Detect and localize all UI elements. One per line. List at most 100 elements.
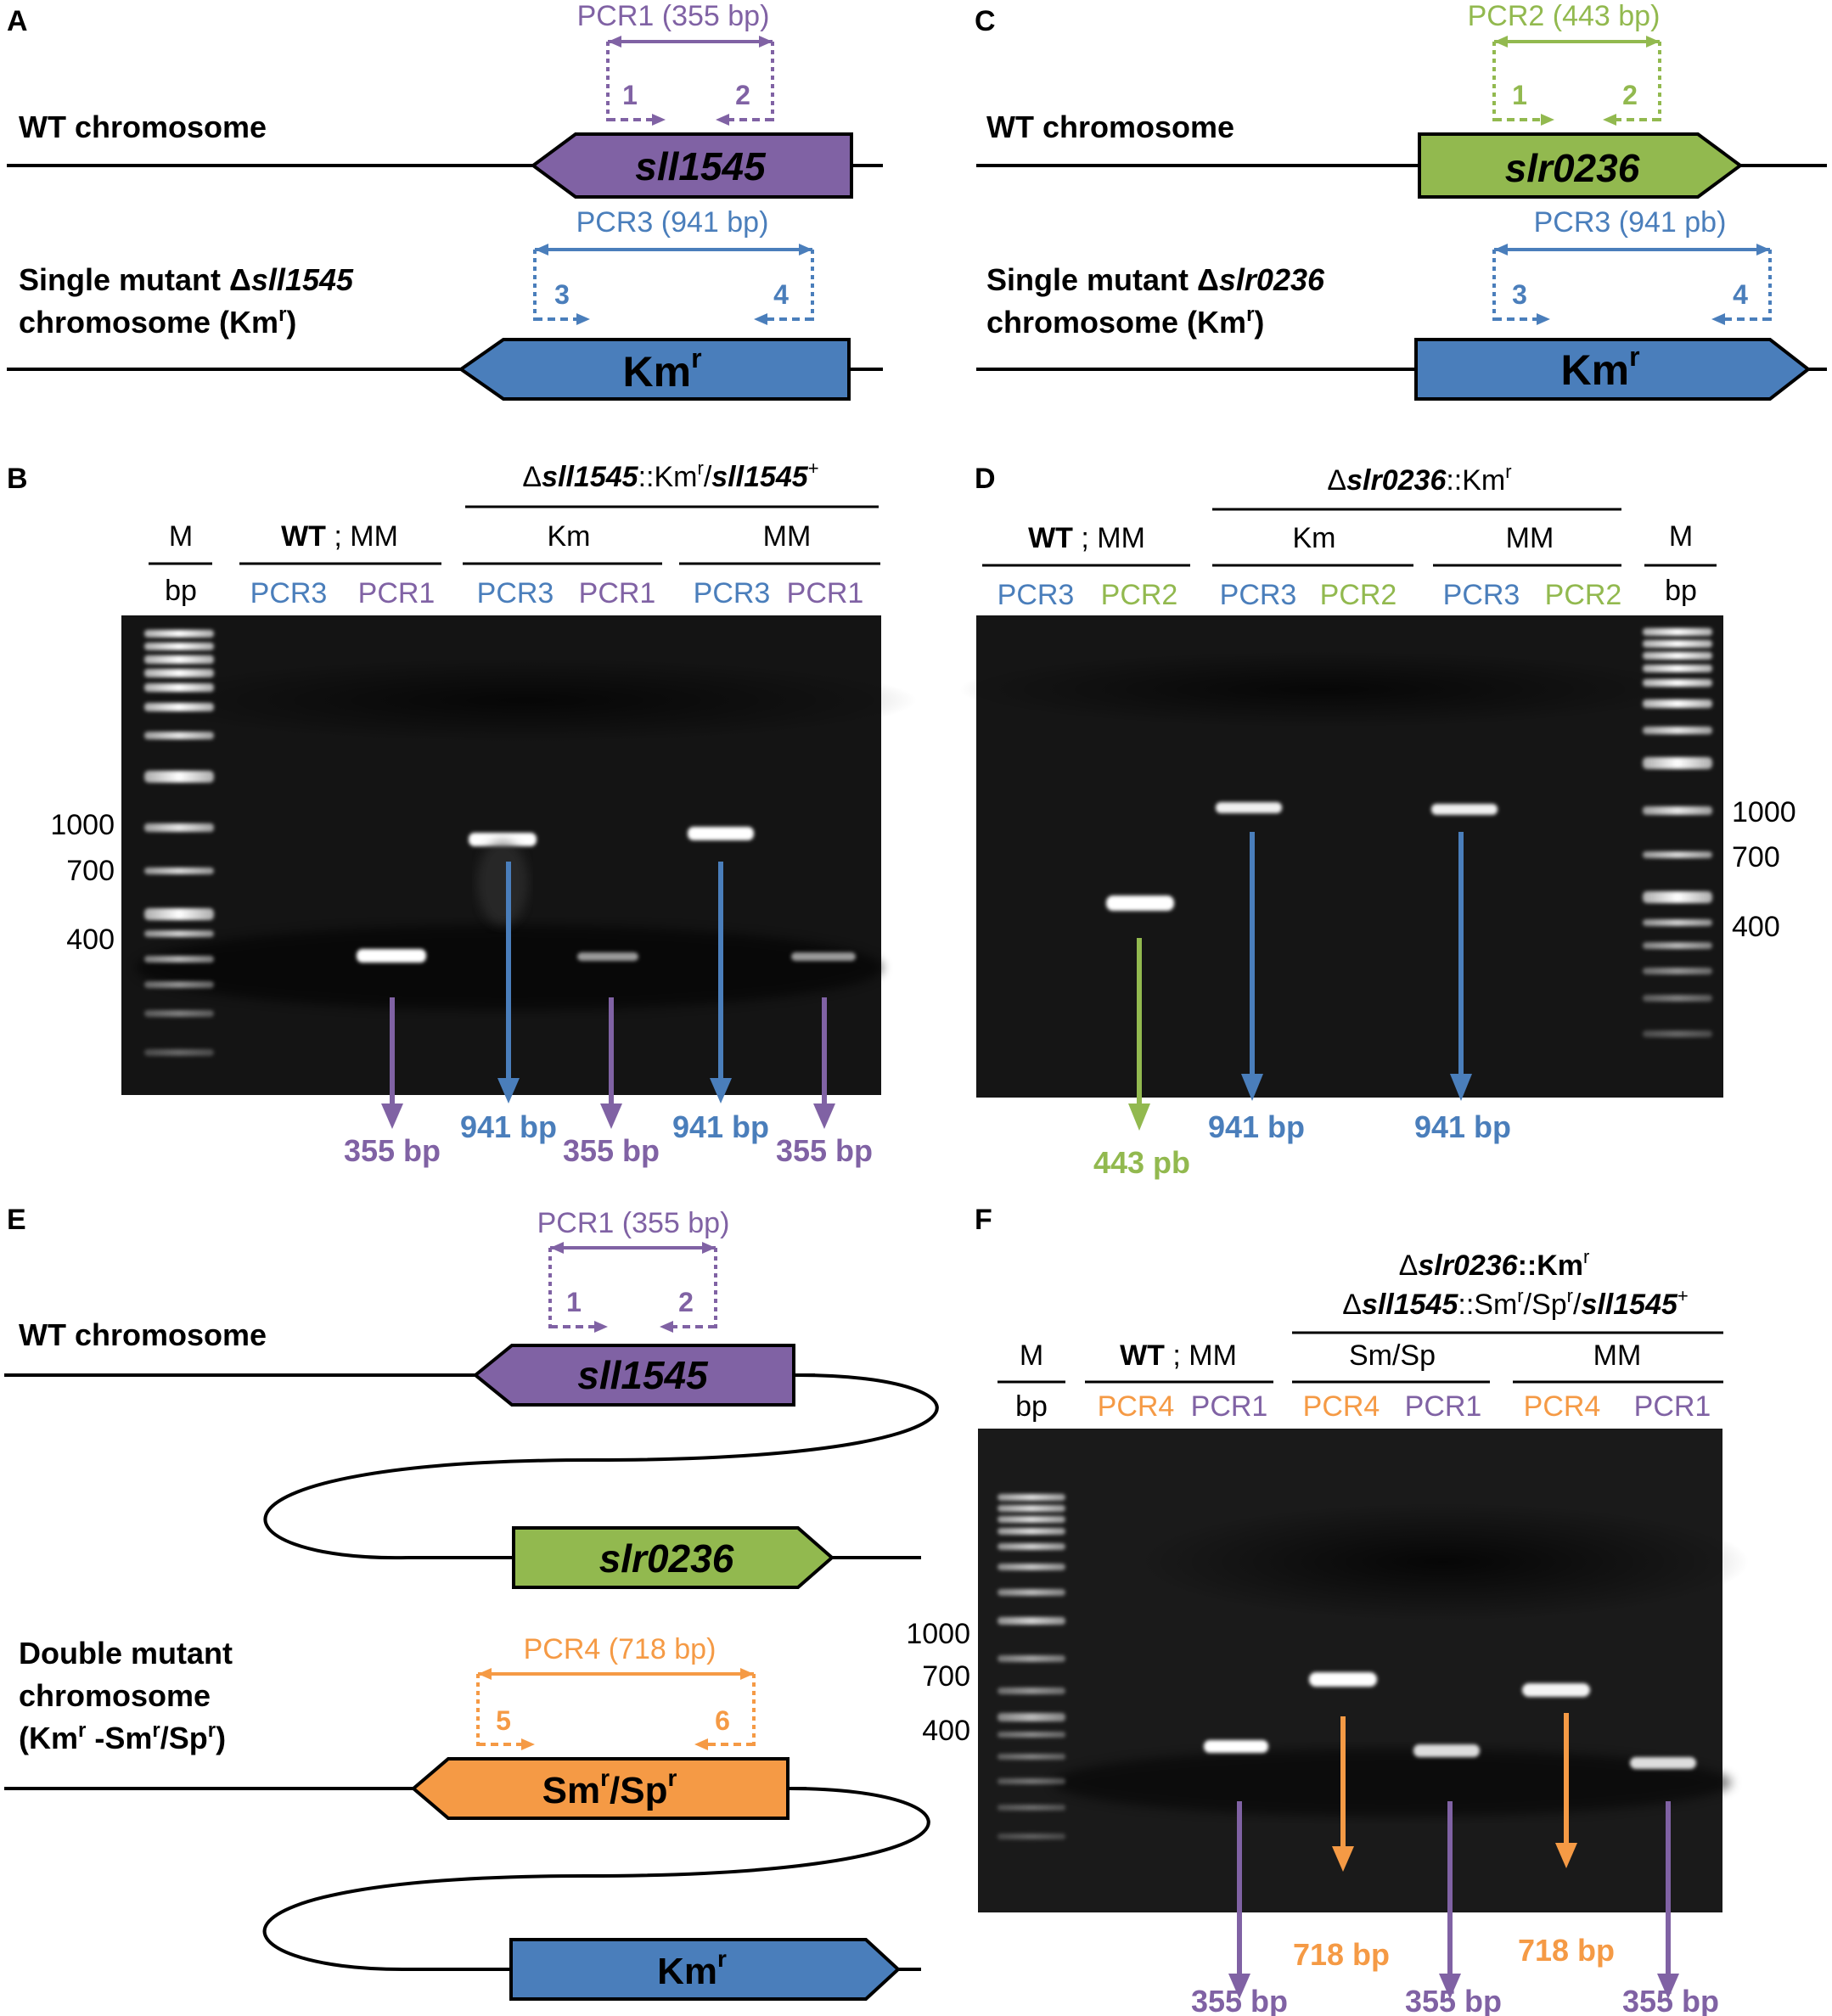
- pcr3-label: PCR3 (941 pb): [1534, 206, 1727, 239]
- ladder: [144, 630, 214, 1056]
- gene-slr0236-arrow: [512, 1526, 835, 1589]
- strain-label-2: Δsll1545::Smr/Spr/sll1545+: [1342, 1285, 1689, 1321]
- double-mutant-label-3: (Kmr -Smr/Spr): [19, 1719, 226, 1755]
- lane-4-label: PCR2: [1320, 579, 1397, 611]
- strain-label-1: Δslr0236::Kmr: [1399, 1246, 1590, 1282]
- lane-5-label: PCR3: [694, 577, 771, 609]
- lane-3-label: PCR4: [1303, 1390, 1380, 1423]
- result-label: 941 bp: [1414, 1109, 1511, 1144]
- result-arrow: [1439, 1974, 1461, 1999]
- wt-mm-label: WT ; MM: [1120, 1339, 1237, 1372]
- smsp-cassette-arrow: [410, 1757, 790, 1820]
- size-700: 700: [922, 1660, 970, 1693]
- panel-d-letter: D: [975, 463, 996, 495]
- result-arrow: [1450, 1074, 1472, 1101]
- result-arrow: [497, 1078, 520, 1103]
- band: [1204, 1740, 1268, 1753]
- pcr1-label: PCR1 (355 bp): [577, 0, 770, 32]
- gene-sll1545-arrow: [472, 1344, 795, 1407]
- bp-label: bp: [165, 575, 197, 607]
- group-mm-label: MM: [1506, 522, 1554, 554]
- lane-1-label: PCR4: [1098, 1390, 1175, 1423]
- lane-3-label: PCR3: [1220, 579, 1297, 611]
- gel-image: [978, 1429, 1722, 1912]
- marker-label: M: [1020, 1339, 1043, 1372]
- group-mm-label: MM: [763, 520, 812, 553]
- gene-slr0236-label: slr0236: [1505, 146, 1640, 190]
- km-cassette-label: Kmr: [622, 343, 701, 396]
- marker-label: M: [1669, 520, 1693, 553]
- km-cassette-label: Kmr: [657, 1946, 727, 1992]
- panel-d: D Δslr0236::Kmr WT ; MM Km MM M bp PCR3 …: [959, 461, 1796, 1180]
- bp-label: bp: [1665, 575, 1697, 607]
- primer-1-label: 1: [566, 1287, 582, 1317]
- panel-b: B Δsll1545::Kmr/sll1545+ M bp WT ; MM Km…: [7, 458, 917, 1168]
- pcr2-label: PCR2 (443 bp): [1468, 0, 1661, 32]
- size-1000: 1000: [906, 1618, 970, 1650]
- size-1000: 1000: [1732, 796, 1796, 828]
- result-arrow: [710, 1078, 732, 1103]
- group-smsp-label: Sm/Sp: [1349, 1339, 1436, 1372]
- result-label: 355 bp: [344, 1133, 441, 1168]
- primer-2-label: 2: [735, 80, 750, 110]
- band: [1216, 802, 1282, 813]
- gene-sll1545-label: sll1545: [635, 144, 767, 188]
- km-cassette-label: Kmr: [1560, 341, 1639, 394]
- primer-1-label: 1: [1512, 80, 1527, 110]
- gene-sll1545-arrow: [530, 132, 853, 199]
- primer-2-label: 2: [1622, 80, 1638, 110]
- result-label: 718 bp: [1518, 1933, 1615, 1968]
- wt-mm-label: WT ; MM: [1028, 522, 1145, 554]
- result-arrow: [813, 1103, 835, 1129]
- lane-1-label: PCR3: [250, 577, 328, 609]
- band: [688, 827, 754, 840]
- lane-5-label: PCR3: [1443, 579, 1520, 611]
- wt-chromosome-label: WT chromosome: [986, 110, 1234, 144]
- panel-a: A WT chromosome PCR1 (355 bp) 1 2 sll154…: [7, 0, 883, 401]
- ladder: [997, 1494, 1065, 1839]
- primer-3-label: 3: [1512, 279, 1527, 310]
- group-mm-label: MM: [1593, 1339, 1642, 1372]
- double-mutant-label-2: chromosome: [19, 1678, 211, 1713]
- result-label: 355 bp: [1622, 1984, 1719, 2016]
- result-label: 941 bp: [672, 1109, 769, 1144]
- lane-4-label: PCR1: [579, 577, 656, 609]
- gene-sll1545-label: sll1545: [577, 1353, 709, 1397]
- primer-4-label: 4: [1733, 279, 1748, 310]
- panel-e: E WT chromosome PCR1 (355 bp) 1 2 sll154…: [4, 1204, 939, 2001]
- band: [791, 952, 856, 961]
- wt-mm-label: WT ; MM: [281, 520, 398, 553]
- panel-e-letter: E: [7, 1204, 26, 1236]
- smsp-cassette-label: Smr/Spr: [542, 1765, 677, 1811]
- result-arrow: [600, 1103, 622, 1129]
- result-label: 355 bp: [1191, 1984, 1288, 2016]
- panel-b-letter: B: [7, 463, 28, 495]
- result-arrow: [1555, 1843, 1577, 1868]
- band: [1413, 1744, 1480, 1757]
- ladder: [1643, 628, 1712, 1037]
- panel-f: F Δslr0236::Kmr Δsll1545::Smr/Spr/sll154…: [906, 1204, 1749, 2016]
- marker-label: M: [169, 520, 193, 553]
- lane-2-label: PCR2: [1101, 579, 1178, 611]
- group-km-label: Km: [548, 520, 591, 553]
- gene-slr0236-label: slr0236: [599, 1536, 734, 1581]
- result-label: 355 bp: [563, 1133, 660, 1168]
- result-arrow: [1657, 1974, 1679, 1999]
- lane-3-label: PCR3: [477, 577, 554, 609]
- size-400: 400: [1732, 911, 1780, 943]
- result-label: 941 bp: [1208, 1109, 1305, 1144]
- km-cassette-arrow: [509, 1938, 901, 2001]
- band: [1431, 804, 1498, 815]
- km-cassette-arrow: [1414, 338, 1812, 401]
- band: [577, 952, 638, 961]
- panel-f-letter: F: [975, 1204, 992, 1236]
- lane-2-label: PCR1: [1191, 1390, 1268, 1423]
- pcr4-label: PCR4 (718 bp): [524, 1633, 717, 1665]
- lane-1-label: PCR3: [997, 579, 1075, 611]
- double-mutant-label: Double mutant: [19, 1636, 233, 1671]
- primer-6-label: 6: [715, 1705, 730, 1736]
- lane-6-label: PCR1: [1634, 1390, 1711, 1423]
- primer-1-label: 1: [622, 80, 638, 110]
- lane-6-label: PCR2: [1545, 579, 1622, 611]
